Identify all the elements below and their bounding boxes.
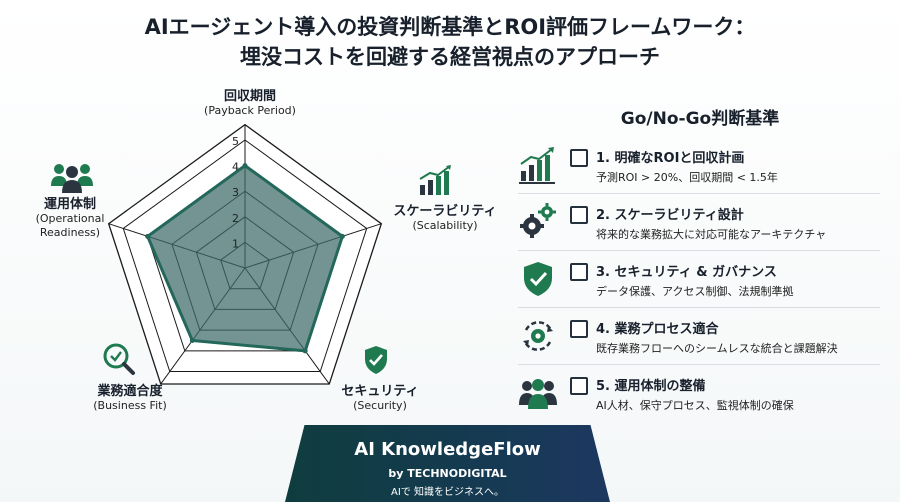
criterion-title: 3. セキュリティ & ガバナンス — [596, 265, 777, 280]
team-icon — [519, 379, 557, 409]
criterion-item-scalability: 2. スケーラビリティ設計 将来的な業務拡大に対応可能なアーキテクチャ — [518, 202, 898, 252]
criterion-desc: 将来的な業務拡大に対応可能なアーキテクチャ — [596, 228, 827, 241]
shield-check-icon — [524, 262, 552, 296]
axis-label-scalability: スケーラビリティ (Scalability) — [393, 204, 497, 233]
process-cycle-icon — [523, 321, 553, 351]
divider — [518, 307, 880, 308]
radar-tick-label: 2 — [232, 212, 239, 225]
criterion-item-security: 3. セキュリティ & ガバナンス データ保護、アクセス制御、法規制準拠 — [518, 259, 898, 309]
criterion-desc: 予測ROI > 20%、回収期間 < 1.5年 — [596, 171, 778, 184]
radar-tick-label: 1 — [232, 237, 239, 250]
brand-company: by TECHNODIGITAL — [388, 467, 507, 480]
divider — [518, 364, 880, 365]
security-checkbox[interactable] — [570, 263, 588, 281]
panel-title: Go/No-Go判断基準 — [620, 109, 780, 129]
radar-data-point — [302, 348, 308, 354]
criterion-title: 4. 業務プロセス適合 — [596, 322, 719, 337]
criterion-desc: 既存業務フローへのシームレスな統合と課題解決 — [596, 342, 838, 355]
team-icon — [51, 164, 93, 193]
radar-grid-ring — [122, 139, 368, 373]
title-line-2: 埋没コストを回避する経営視点のアプローチ — [240, 45, 660, 69]
brand-tagline: AIで 知識をビジネスへ。 — [391, 487, 504, 498]
gears-icon — [520, 203, 556, 238]
axis-label-business-fit: 業務適合度 (Business Fit) — [93, 384, 167, 413]
radar-tick-label: 5 — [232, 135, 239, 148]
radar-data-point — [339, 233, 345, 239]
title-line-1: AIエージェント導入の投資判断基準とROI評価フレームワーク： — [144, 15, 756, 39]
criterion-item-roi: 1. 明確なROIと回収計画 予測ROI > 20%、回収期間 < 1.5年 — [518, 145, 898, 195]
operations-checkbox[interactable] — [570, 377, 588, 395]
brand-name: AI KnowledgeFlow — [354, 439, 541, 460]
process-checkbox[interactable] — [570, 320, 588, 338]
axis-label-operational: 運用体制 (Operational Readiness) — [35, 197, 105, 240]
radar-data-area — [145, 163, 345, 353]
page-title: AIエージェント導入の投資判断基準とROI評価フレームワーク： 埋没コストを回避… — [0, 12, 900, 72]
criterion-desc: データ保護、アクセス制御、法規制準拠 — [596, 285, 794, 298]
growth-chart-icon — [419, 165, 451, 195]
radar-chart: 1 2 3 4 5 — [107, 123, 383, 385]
growth-chart-icon — [519, 147, 555, 184]
criterion-desc: AI人材、保守プロセス、監視体制の確保 — [596, 399, 794, 412]
shield-check-icon — [365, 346, 387, 374]
criterion-title: 1. 明確なROIと回収計画 — [596, 151, 745, 166]
divider — [518, 193, 880, 194]
scalability-checkbox[interactable] — [570, 206, 588, 224]
criterion-item-process: 4. 業務プロセス適合 既存業務フローへのシームレスな統合と課題解決 — [518, 316, 898, 366]
roi-checkbox[interactable] — [570, 149, 588, 167]
radar-data-point — [145, 233, 151, 239]
brand-banner: AI KnowledgeFlow by TECHNODIGITAL AIで 知識… — [285, 425, 610, 502]
radar-data-point — [242, 163, 248, 169]
divider — [518, 250, 880, 251]
radar-tick-label: 3 — [232, 186, 239, 199]
radar-tick-label: 4 — [232, 161, 239, 174]
criterion-title: 5. 運用体制の整備 — [596, 379, 706, 394]
axis-label-payback: 回収期間 (Payback Period) — [204, 89, 296, 118]
radar-data-point — [189, 337, 195, 343]
axis-label-security: セキュリティ (Security) — [341, 384, 419, 413]
search-check-icon — [103, 343, 135, 375]
criterion-item-operations: 5. 運用体制の整備 AI人材、保守プロセス、監視体制の確保 — [518, 373, 898, 423]
criterion-title: 2. スケーラビリティ設計 — [596, 208, 744, 223]
